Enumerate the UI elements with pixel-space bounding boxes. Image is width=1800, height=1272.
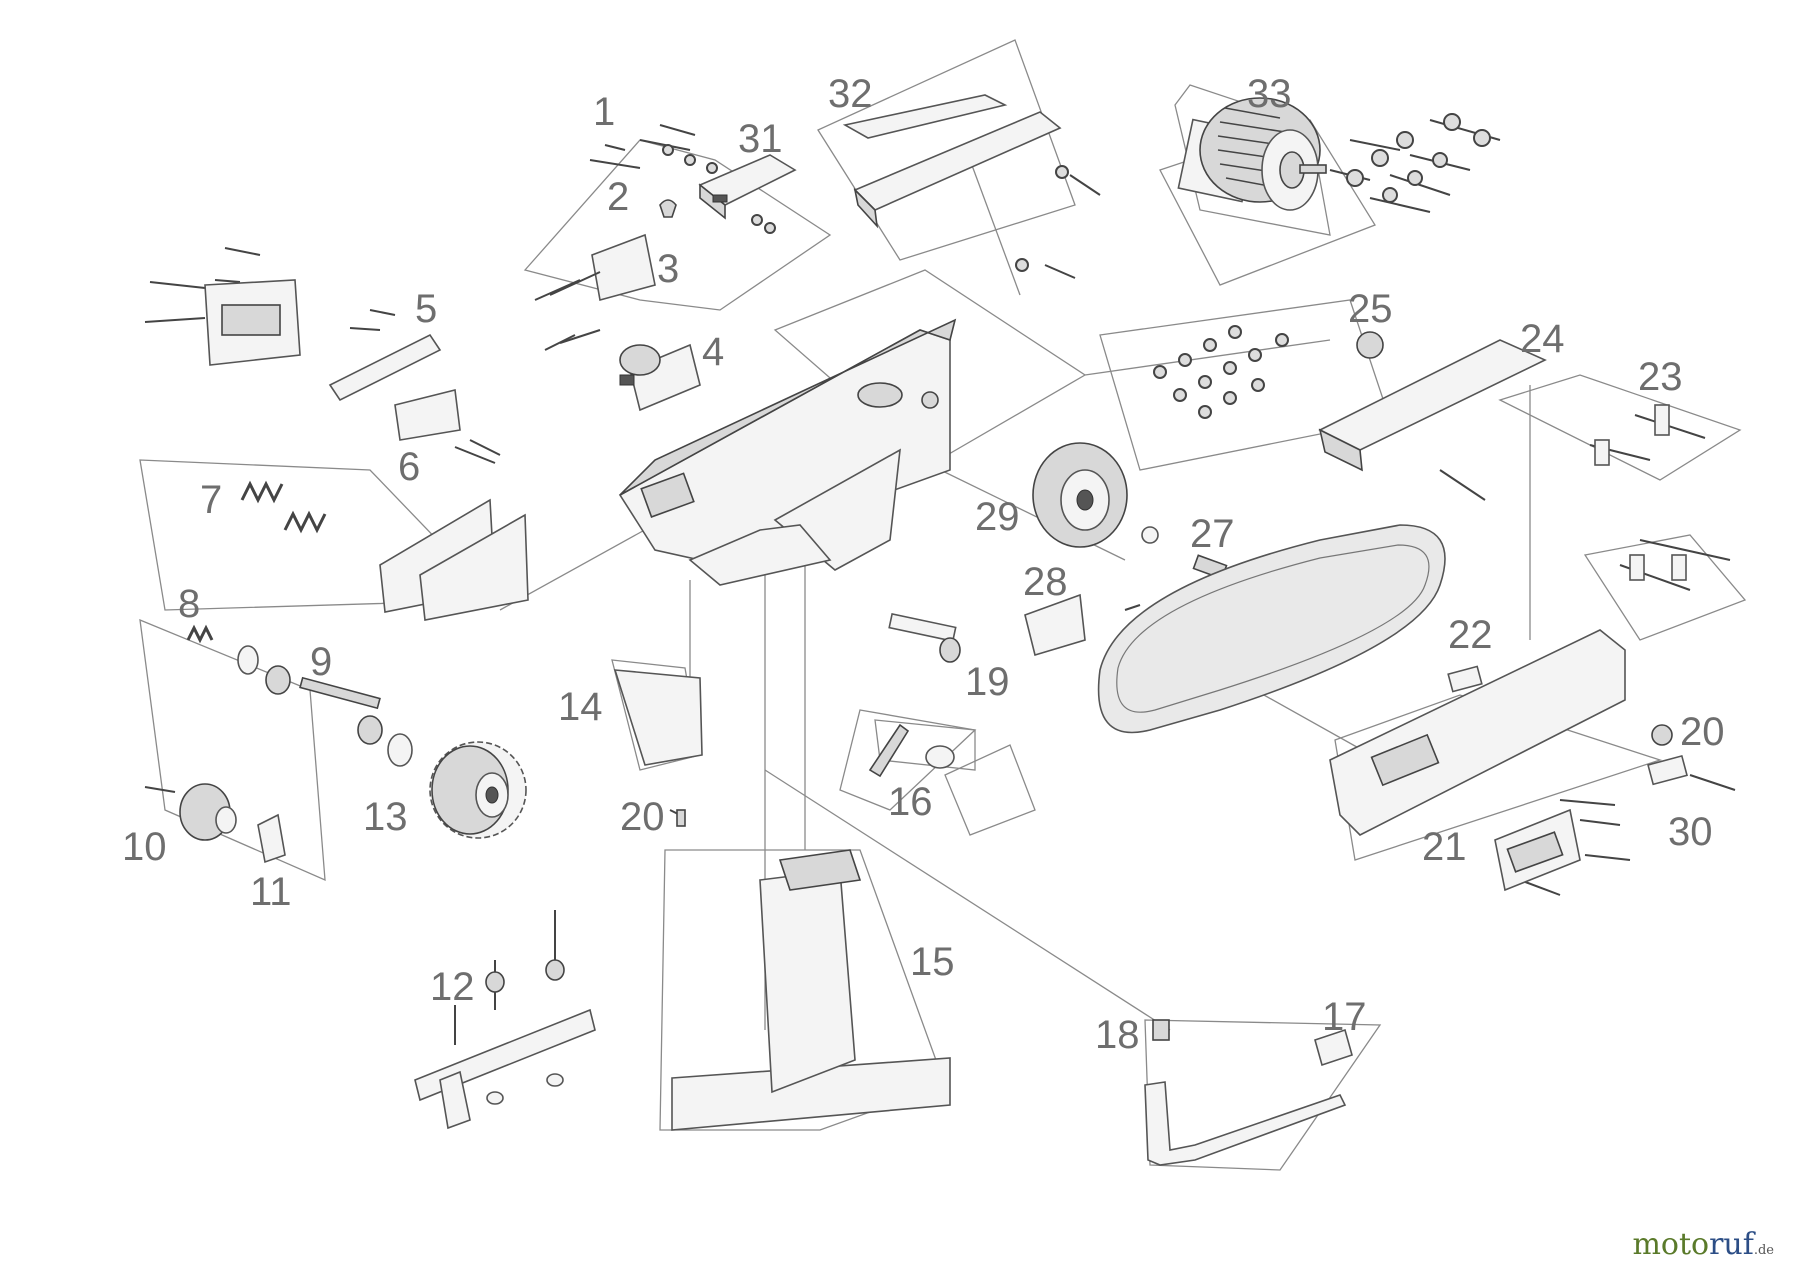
bracket-part-6 [394,389,461,441]
logo-suffix: .de [1753,1243,1774,1258]
side-handle [204,279,301,366]
block-part-28 [1024,593,1086,657]
label-18: 18 [1095,1013,1140,1057]
chute-part-14 [613,669,703,766]
label-28: 28 [1023,560,1068,604]
label-8: 8 [178,582,200,626]
bracket-part-30 [1647,754,1688,786]
cover-part-32 [842,94,1062,229]
bracket [1671,554,1687,581]
group-outlines [139,39,1747,1171]
label-14: 14 [558,685,603,729]
bracket [1594,439,1610,466]
label-2: 2 [607,175,629,219]
u-channels [379,498,529,621]
wheel-part-29 [1032,442,1128,548]
knob-part-25 [1356,331,1384,359]
knob-part-2 [659,199,677,218]
fasteners [144,113,1736,1045]
label-31: 31 [738,117,783,161]
knob-part-10 [179,783,237,841]
cap-part-20 [1651,724,1673,746]
label-3: 3 [657,247,679,291]
base-bracket-part-12 [414,959,596,1130]
label-30: 30 [1668,810,1713,854]
lever-part-16 [868,723,955,778]
label-21: 21 [1422,825,1467,869]
label-16: 16 [888,780,933,824]
bracket [1629,554,1645,581]
label-12: 12 [430,965,475,1009]
side-handle-right [1494,808,1581,892]
logo-part-moto: moto [1632,1227,1710,1262]
part-number-labels: 1 2 3 4 5 6 7 8 9 10 11 12 13 14 15 16 1… [122,72,1725,1057]
switch-box-part-31 [591,154,797,302]
label-7: 7 [200,478,222,522]
label-4: 4 [702,330,724,374]
main-frame [618,318,957,586]
bolt-part-20 [676,809,686,827]
drum-part-13 [429,741,527,839]
label-23: 23 [1638,355,1683,399]
label-11: 11 [250,870,292,914]
label-10: 10 [122,825,167,869]
stand-part-15 [671,849,951,1131]
plate-part-3 [591,233,656,302]
label-6: 6 [398,445,420,489]
label-24: 24 [1520,317,1565,361]
logo-part-ruf: ruf [1709,1227,1754,1262]
washer [1141,526,1159,544]
side-plate-part-21 [1329,629,1626,836]
bracket-part-22 [1447,665,1483,693]
bracket-part-23 [1654,404,1670,436]
foot-lever-part-17 [1144,1019,1353,1166]
label-5: 5 [415,287,437,331]
label-13: 13 [363,795,408,839]
shaft-part-9 [237,645,413,767]
springs-part-7 [240,480,327,534]
spring-part-18 [1152,1019,1170,1041]
label-9: 9 [310,640,332,684]
motor-part-33 [1174,84,1331,236]
switch-part-4 [619,343,701,412]
label-33: 33 [1247,72,1292,116]
sanding-belt [1097,524,1446,734]
label-32: 32 [828,72,873,116]
bracket-part-5 [328,333,461,441]
label-15: 15 [910,940,955,984]
pin-part-19 [888,612,961,663]
label-27: 27 [1190,512,1235,556]
label-17: 17 [1322,995,1367,1039]
block-part-11 [257,813,286,864]
table-part-24 [1318,339,1547,472]
spring-part-8 [186,624,214,644]
label-20-left: 20 [620,795,665,839]
label-22: 22 [1448,613,1493,657]
label-29: 29 [975,495,1020,539]
label-19: 19 [965,660,1010,704]
label-25: 25 [1348,287,1393,331]
motoruf-logo[interactable]: motoruf.de [1632,1227,1774,1262]
label-1: 1 [593,90,615,134]
label-20-right: 20 [1680,710,1725,754]
